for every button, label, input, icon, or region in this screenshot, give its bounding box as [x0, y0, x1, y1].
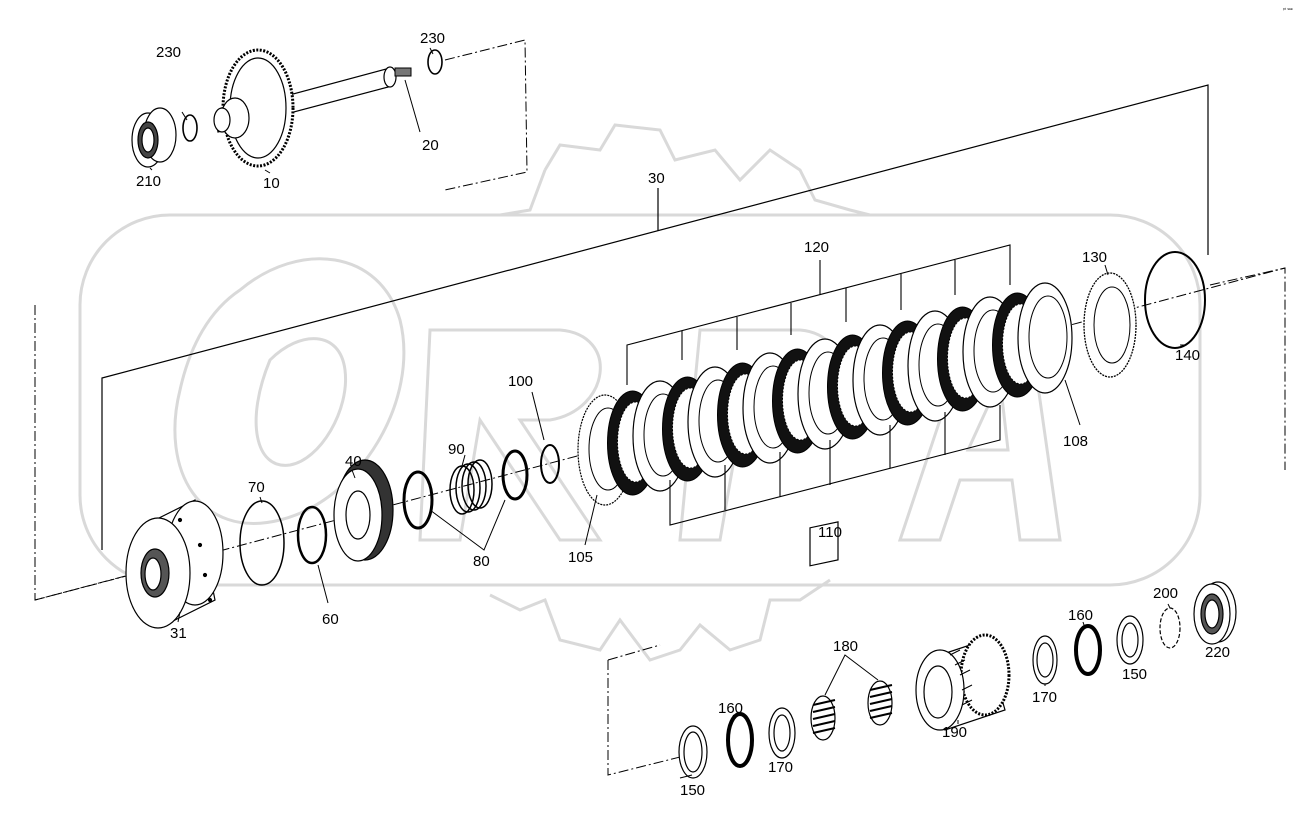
watermark-letter-r [418, 328, 603, 542]
watermark-gear-outline [489, 123, 871, 662]
label-220: 220 [1205, 644, 1230, 661]
frame-lower-gear-top [607, 644, 661, 661]
thrust-washer-150-left [678, 725, 708, 779]
frame-top-shaft [444, 39, 528, 191]
gear-shaft-10 [213, 48, 397, 168]
thrust-bearing-160-left [726, 712, 754, 768]
label-10: 10 [263, 175, 280, 192]
bracket-110 [669, 405, 1001, 526]
label-150-left: 150 [680, 782, 705, 799]
label-140: 140 [1175, 347, 1200, 364]
label-230-right: 230 [420, 30, 445, 47]
lower-gear-group [678, 521, 1237, 779]
assembly-30-bracket [101, 84, 1209, 550]
label-170-right: 170 [1032, 689, 1057, 706]
ring-80-b [501, 449, 529, 501]
watermark-letter-o [173, 257, 406, 525]
label-108: 108 [1063, 433, 1088, 450]
bearing-210 [131, 107, 177, 168]
label-30: 30 [648, 170, 665, 187]
label-210: 210 [136, 173, 161, 190]
needle-bearing-180-b [867, 680, 893, 726]
label-230-left: 230 [156, 44, 181, 61]
watermark-outer-frame [78, 213, 1202, 587]
thrust-bearing-160-right [1074, 624, 1102, 676]
thrust-washer-150-right [1116, 615, 1144, 665]
label-40: 40 [345, 453, 362, 470]
label-110: 110 [818, 524, 842, 541]
label-80: 80 [473, 553, 490, 570]
frame-main-clutch-right-edge [1209, 267, 1286, 286]
watermark [78, 123, 1202, 662]
retainer-200 [1159, 607, 1181, 649]
seal-ring-70 [239, 500, 285, 586]
bearing-220 [1193, 581, 1237, 645]
snap-ring-230-right [427, 49, 443, 75]
label-160-left: 160 [718, 700, 743, 717]
label-105: 105 [568, 549, 593, 566]
snap-ring-230-left [182, 114, 198, 142]
needle-bearing-180-a [809, 521, 839, 741]
label-31: 31 [170, 625, 187, 642]
seal-ring-60 [296, 505, 328, 565]
corner-mark: ᵖᵗ ˢᵉᵉ [1283, 7, 1293, 13]
label-20: 20 [422, 137, 439, 154]
backing-plate-130-inner [1093, 286, 1131, 364]
label-100: 100 [508, 373, 533, 390]
leader-lines [149, 167, 1185, 779]
part-labels: 230 230 20 210 10 30 120 130 140 100 108… [136, 30, 1230, 799]
label-200: 200 [1153, 585, 1178, 602]
label-90: 90 [448, 441, 465, 458]
top-shaft-group [131, 47, 443, 168]
ring-80-a [402, 470, 434, 530]
label-170-left: 170 [768, 759, 793, 776]
bracket-120 [626, 244, 1011, 385]
snap-ring-140 [1144, 251, 1206, 349]
backing-plate-130 [1083, 272, 1137, 378]
snap-ring-100 [540, 444, 560, 484]
label-160-right: 160 [1068, 607, 1093, 624]
label-190: 190 [942, 724, 967, 741]
spring-90 [449, 459, 493, 515]
label-130: 130 [1082, 249, 1107, 266]
label-60: 60 [322, 611, 339, 628]
clutch-plate-stack [577, 282, 1073, 506]
thrust-washer-170-left [768, 707, 796, 759]
piston-40 [333, 459, 394, 562]
pin-20 [394, 67, 412, 77]
steel-plate-bore [1028, 295, 1068, 379]
frame-lower-gear [607, 660, 701, 776]
housing-31 [125, 499, 224, 629]
gear-190 [915, 633, 1011, 731]
label-180: 180 [833, 638, 858, 655]
label-70: 70 [248, 479, 265, 496]
label-150-right: 150 [1122, 666, 1147, 683]
frame-main-clutch-left-edge [34, 574, 131, 601]
label-120: 120 [804, 239, 829, 256]
